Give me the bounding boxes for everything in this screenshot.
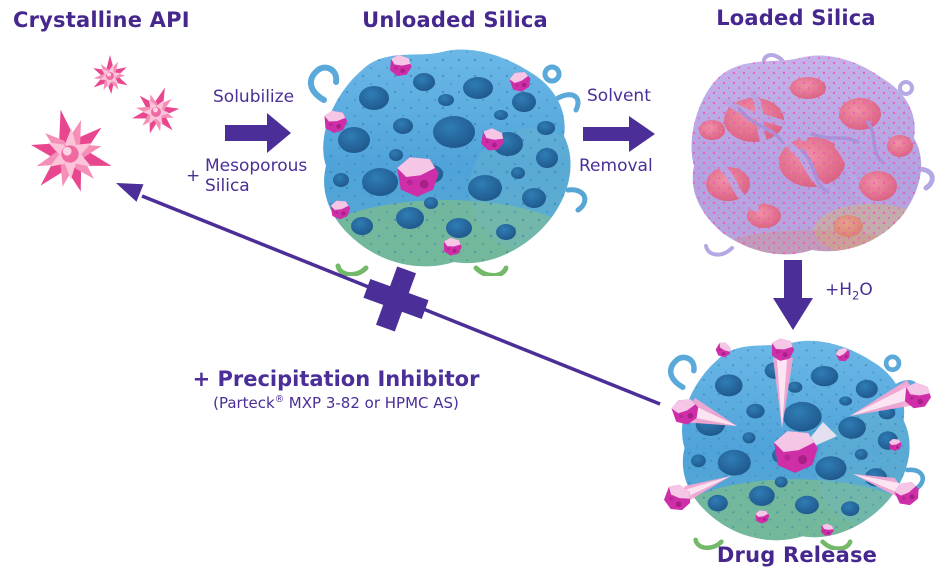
api-crystal-medium [126, 79, 188, 142]
drug-release-title: Drug Release [716, 543, 878, 567]
solubilize-label: Solubilize [213, 87, 295, 107]
hydration-arrow-icon [773, 260, 813, 330]
mesoporous-line1: Mesoporous [205, 156, 308, 176]
loaded-sponge [691, 53, 935, 257]
unloaded-silica-illustration [296, 40, 592, 276]
mesoporous-plus-sign: + [186, 166, 201, 186]
solvent-label: Solvent [587, 86, 651, 106]
precipitation-inhibitor-detail: (Parteck® MXP 3-82 or HPMC AS) [213, 394, 459, 412]
precipitation-inhibitor-heading: + Precipitation Inhibitor [192, 367, 480, 391]
mesoporous-line2: Silica [205, 176, 250, 196]
unloaded-sponge [296, 40, 592, 276]
loaded-silica-title: Loaded Silica [716, 6, 876, 30]
api-crystal-large [21, 100, 119, 201]
removal-label: Removal [579, 156, 653, 176]
api-crystal-small [91, 55, 130, 95]
crystalline-api-title: Crystalline API [13, 8, 190, 32]
hydration-label: +H2O [825, 280, 873, 303]
crystalline-api-illustration [21, 55, 188, 201]
unloaded-silica-title: Unloaded Silica [362, 8, 548, 32]
loaded-silica-illustration [691, 53, 935, 257]
solvent-removal-arrow-icon [583, 116, 655, 152]
mesoporous-silica-label: Mesoporous Silica [205, 156, 307, 196]
drug-release-illustration [645, 328, 934, 550]
solubilize-arrow-icon [225, 113, 291, 153]
